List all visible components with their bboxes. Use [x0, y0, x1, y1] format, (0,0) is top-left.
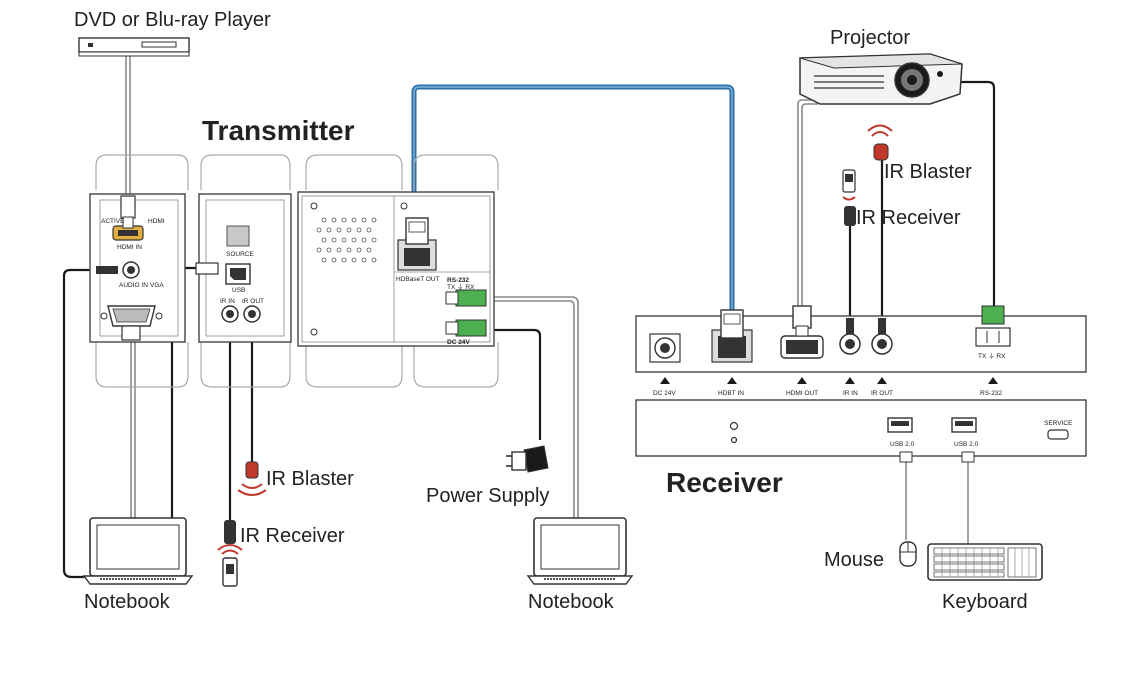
notebook-mid-icon: [526, 517, 634, 585]
ir-receiver-tx-label: IR Receiver: [240, 525, 345, 547]
receiver-title: Receiver: [666, 467, 783, 498]
rx-port-rs232: RS-232: [980, 390, 1002, 397]
rx-port-hdmi-out: HDMI OUT: [786, 390, 818, 397]
mouse-icon: [899, 541, 917, 567]
rx-port-hdbt-in: HDBT IN: [718, 390, 744, 397]
keyboard-label: Keyboard: [942, 591, 1028, 613]
dvd-player-label: DVD or Blu-ray Player: [74, 9, 271, 31]
rx-port-ir-in: IR IN: [843, 390, 858, 397]
ir-blaster-rx-label: IR Blaster: [884, 161, 972, 183]
rx-port-usb1: USB 2.0: [890, 441, 915, 448]
power-supply-label: Power Supply: [426, 485, 549, 507]
keyboard-icon: [927, 543, 1043, 581]
port-audio-in: AUDIO IN: [119, 282, 148, 289]
projector-label: Projector: [830, 27, 910, 49]
receiver-back-panel: [635, 305, 1087, 373]
notebook-left-label: Notebook: [84, 591, 171, 613]
port-dc24v-tx: DC 24V: [447, 339, 470, 346]
rx-port-usb2: USB 2.0: [954, 441, 979, 448]
ir-receiver-rx-icon: [842, 169, 856, 226]
ir-blaster-rx-icon: [867, 124, 893, 161]
transmitter-main-module: [297, 191, 495, 347]
dvd-player: [78, 37, 190, 57]
mouse-label: Mouse: [824, 549, 884, 571]
port-usb: USB: [232, 287, 245, 294]
port-source: SOURCE: [226, 251, 254, 258]
rx-port-dc24v: DC 24V: [653, 390, 676, 397]
receiver-port-arrows: [660, 377, 998, 384]
transmitter-wallboxes: [95, 154, 499, 388]
transmitter-title: Transmitter: [202, 115, 355, 146]
port-hdmi-in: HDMI IN: [117, 244, 142, 251]
port-active: ACTIVE: [101, 218, 125, 225]
ir-blaster-tx-icon: [237, 461, 267, 496]
ir-receiver-rx-label: IR Receiver: [856, 207, 961, 229]
projector-rs232-cable: [955, 80, 996, 306]
notebook-mid-label: Notebook: [528, 591, 615, 613]
rs232-cable: [488, 296, 579, 520]
rx-port-ir-out: IR OUT: [871, 390, 893, 397]
power-cable: [488, 328, 542, 440]
port-ir-out: IR OUT: [242, 298, 264, 305]
port-ir-in: IR IN: [220, 298, 235, 305]
rx-port-txrx: TX ⏚ RX: [978, 352, 1006, 360]
receiver-front-panel: [635, 399, 1087, 463]
ir-blaster-tx-label: IR Blaster: [266, 468, 354, 490]
projector-hdmi-cable: [797, 99, 818, 306]
transmitter-plate-av: [89, 193, 186, 343]
notebook-left-icon: [82, 517, 194, 585]
port-rs232-tx: RS-232: [447, 277, 469, 284]
projector-icon: [799, 53, 963, 105]
rx-port-service: SERVICE: [1044, 420, 1073, 427]
port-txrx-tx: TX ⏚ RX: [447, 283, 475, 291]
audio-cable: [62, 268, 96, 579]
power-supply-icon: [506, 445, 549, 473]
port-vga: VGA: [150, 282, 164, 289]
port-hdbaset-out: HDBaseT OUT: [396, 276, 440, 283]
transmitter-plate-usb-ir: [195, 193, 292, 343]
ir-receiver-tx-icon: [217, 520, 243, 587]
port-hdmi: HDMI: [148, 218, 165, 225]
